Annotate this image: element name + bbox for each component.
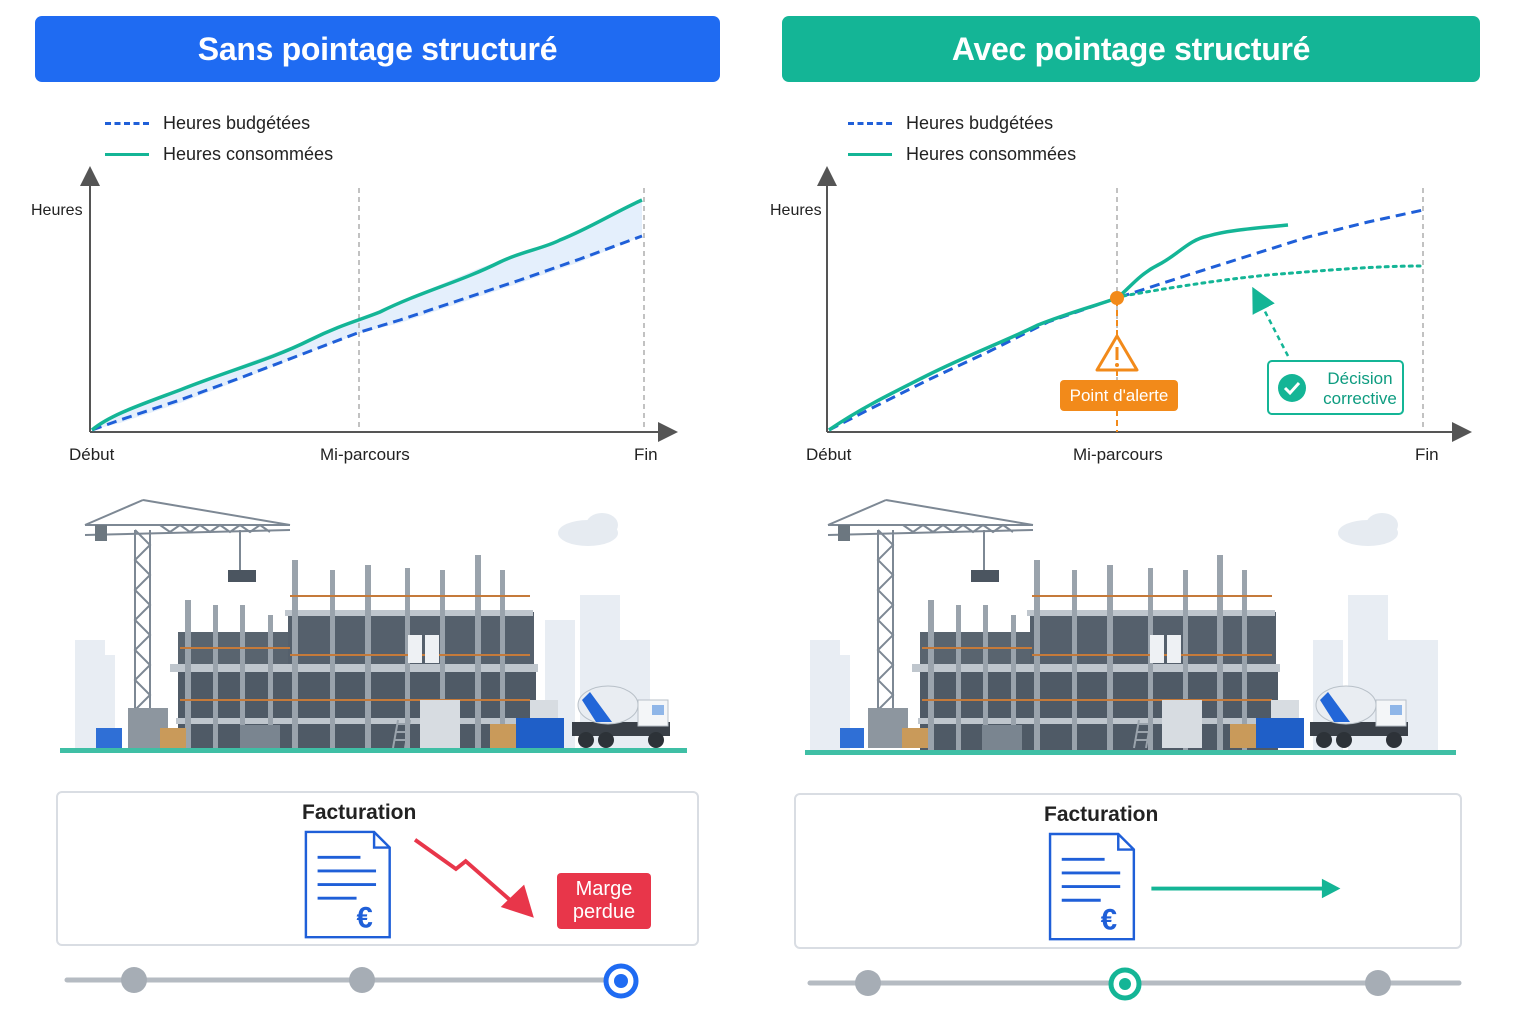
invoice-euro-icon: € [304, 830, 391, 939]
dashed-line-swatch [848, 122, 892, 125]
chart-legend: Heures budgétées Heures consommées [105, 108, 333, 170]
consumed-hours-line [828, 223, 1289, 432]
consumed-hours-line [90, 198, 643, 432]
legend-label: Heures consommées [906, 144, 1077, 164]
tower-crane-icon [84, 499, 291, 711]
solid-line-swatch [105, 153, 149, 156]
lost-margin-badge: Marge perdue [557, 873, 651, 929]
billing-graphics: € [304, 830, 534, 939]
cloud-icon [1338, 513, 1398, 546]
corrective-decision-card: Décision corrective [1267, 360, 1404, 415]
hours-chart: Heures Début Mi-parcours Fin [31, 166, 678, 464]
warning-triangle-icon [1095, 334, 1139, 372]
svg-text:€: € [1101, 904, 1117, 936]
x-tick-start: Début [69, 445, 115, 464]
x-tick-end: Fin [1415, 445, 1439, 464]
legend-label: Heures consommées [163, 144, 334, 164]
billing-card: Facturation € [794, 793, 1462, 949]
legend-item-budget: Heures budgétées [848, 108, 1076, 139]
billing-graphics: € [1048, 832, 1341, 941]
legend-item-consumed: Heures consommées [848, 139, 1076, 170]
ladder-icon [392, 719, 411, 749]
construction-scene [60, 499, 687, 753]
budget-hours-line [91, 234, 643, 432]
ground-line [60, 748, 687, 753]
right-arrow-icon [1151, 878, 1341, 899]
budget-hours-line [828, 208, 1424, 432]
billing-card: Facturation € Marge perdue [56, 791, 699, 946]
hours-chart: Heures Début Mi-parcours Fin [770, 166, 1472, 464]
corrected-projection-line [1121, 264, 1422, 298]
progress-timeline [64, 963, 639, 999]
panel-with-tracking: Avec pointage structuré Heures budgétées… [768, 0, 1536, 1024]
legend-label: Heures budgétées [906, 113, 1054, 133]
panel-title: Sans pointage structuré [35, 16, 720, 82]
x-tick-end: Fin [634, 445, 658, 464]
construction-scene [805, 499, 1456, 755]
timeline-step-2 [349, 967, 375, 993]
check-circle-icon [1278, 374, 1306, 402]
legend-item-consumed: Heures consommées [105, 139, 333, 170]
decision-label-line1: Décision [1327, 369, 1393, 388]
chart-legend: Heures budgétées Heures consommées [848, 108, 1076, 170]
y-axis-label: Heures [31, 202, 83, 219]
invoice-euro-icon: € [1048, 832, 1136, 941]
alert-point-badge: Point d'alerte [1060, 380, 1178, 411]
panel-without-tracking: Sans pointage structuré Heures budgétées… [31, 16, 720, 999]
downward-zigzag-arrow-icon [413, 838, 534, 918]
dashed-line-swatch [105, 122, 149, 125]
x-tick-start: Début [806, 445, 852, 464]
building-under-construction-icon [170, 555, 538, 750]
building-under-construction-icon [912, 555, 1280, 750]
decision-label-line2: corrective [1323, 389, 1397, 408]
legend-label: Heures budgétées [163, 113, 311, 133]
crane-load [971, 570, 999, 582]
ground-line [805, 750, 1456, 755]
crane-load [228, 570, 256, 582]
overrun-gap-area [92, 200, 642, 430]
solid-line-swatch [848, 153, 892, 156]
billing-title: Facturation [302, 801, 417, 824]
materials-pallets [840, 700, 1304, 748]
x-tick-mid: Mi-parcours [320, 445, 410, 464]
legend-item-budget: Heures budgétées [105, 108, 333, 139]
cloud-icon [558, 513, 618, 546]
ladder-icon [1133, 719, 1152, 749]
y-axis-label: Heures [770, 202, 822, 219]
decision-label: Décision corrective [1315, 369, 1405, 409]
alert-point [1110, 291, 1124, 305]
materials-pallets [96, 700, 564, 748]
decision-arrow [1252, 286, 1290, 357]
progress-timeline [807, 967, 1462, 1001]
tower-crane-icon [827, 499, 1034, 711]
x-tick-mid: Mi-parcours [1073, 445, 1163, 464]
concrete-mixer-truck-icon [1310, 685, 1408, 748]
lost-margin-label: Marge perdue [572, 878, 636, 923]
timeline-step-1 [855, 970, 881, 996]
svg-text:€: € [357, 902, 373, 934]
concrete-mixer-truck-icon [572, 685, 670, 748]
panel-title: Avec pointage structuré [782, 16, 1480, 82]
billing-title: Facturation [1044, 803, 1159, 826]
timeline-step-1 [121, 967, 147, 993]
timeline-step-3 [1365, 970, 1391, 996]
